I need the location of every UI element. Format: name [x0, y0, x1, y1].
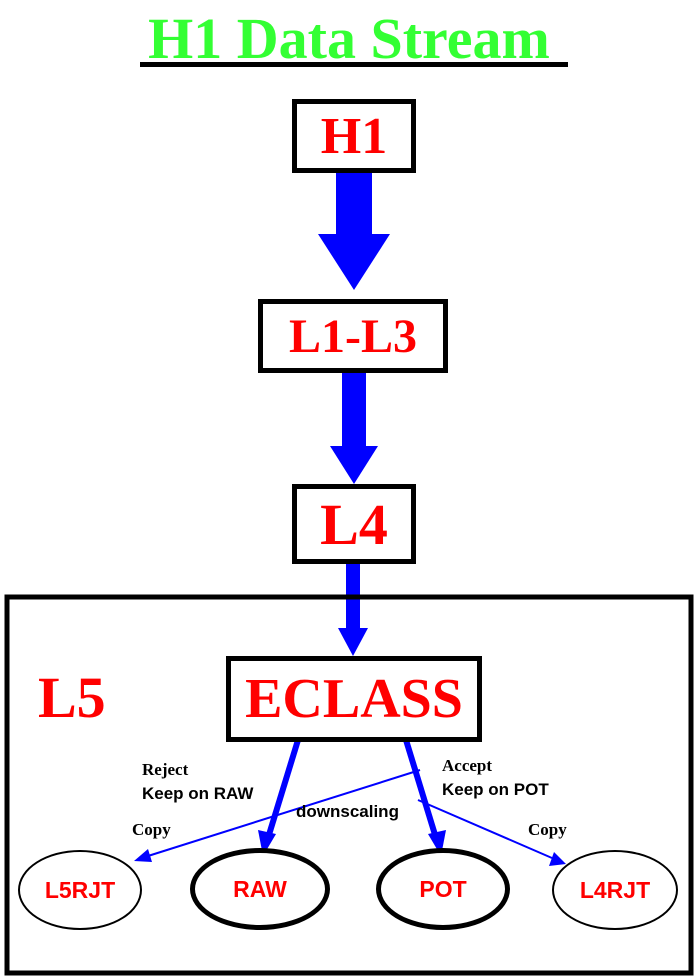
node-raw: RAW	[190, 848, 330, 930]
node-raw-label: RAW	[233, 875, 287, 902]
arrow-h1-to-l1l3	[318, 172, 390, 290]
node-h1-label: H1	[320, 107, 388, 165]
arrow-eclass-to-pot	[403, 739, 446, 856]
downscaling-label: downscaling	[296, 802, 399, 821]
copy-right-label: Copy	[528, 820, 567, 839]
copy-left-label: Copy	[132, 820, 171, 839]
node-l5rjt: L5RJT	[18, 850, 142, 930]
node-l4rjt: L4RJT	[552, 850, 678, 930]
node-pot: POT	[376, 848, 510, 930]
l5-label: L5	[38, 665, 106, 730]
arrow-l1l3-to-l4	[330, 372, 378, 484]
arrow-eclass-to-raw	[258, 739, 301, 856]
l5-container	[4, 594, 694, 976]
node-eclass-label: ECLASS	[245, 668, 463, 730]
diagram-title: H1 Data Stream	[148, 6, 550, 71]
arrow-copy-to-l4rjt	[417, 799, 566, 866]
node-l4-label: L4	[320, 491, 388, 557]
arrow-copy-to-l5rjt	[134, 769, 421, 862]
node-l5rjt-label: L5RJT	[44, 876, 116, 903]
reject-label: Reject	[142, 760, 189, 779]
title-underline	[140, 62, 568, 67]
accept-label: Accept	[442, 756, 493, 775]
node-l1-l3-label: L1-L3	[288, 309, 417, 363]
arrow-l4-to-eclass	[338, 562, 368, 656]
node-pot-label: POT	[419, 875, 467, 902]
node-h1: H1	[292, 99, 416, 173]
keep-on-pot-label: Keep on POT	[442, 780, 549, 799]
node-l4: L4	[292, 484, 416, 564]
node-eclass: ECLASS	[226, 656, 482, 742]
node-l1-l3: L1-L3	[258, 299, 448, 373]
node-l4rjt-label: L4RJT	[579, 876, 651, 903]
keep-on-raw-label: Keep on RAW	[142, 784, 254, 803]
